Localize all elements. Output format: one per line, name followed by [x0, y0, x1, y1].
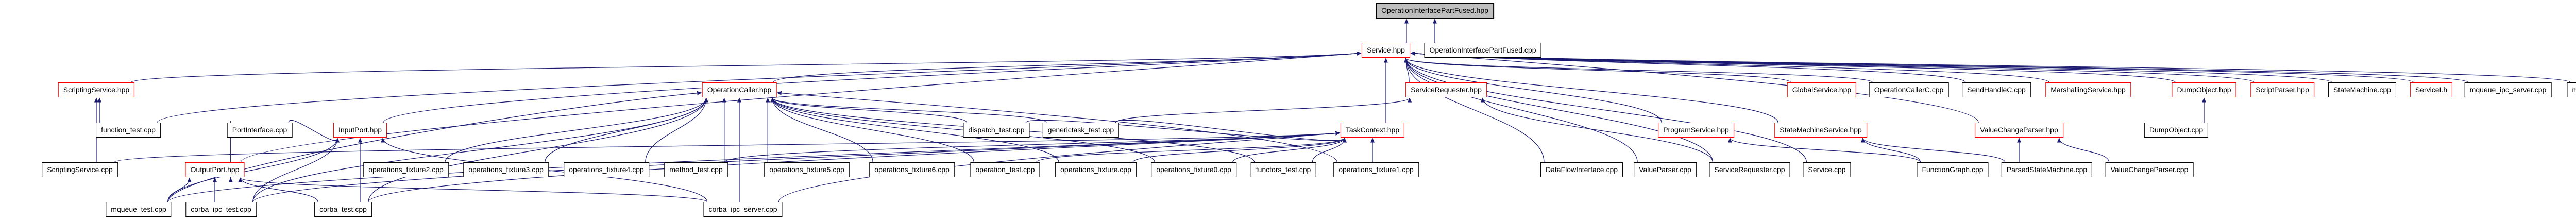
graph-node-operation-test-cpp[interactable]: operation_test.cpp	[970, 162, 1040, 177]
edge-operation_test_cpp-to-operation_caller_hpp	[770, 97, 974, 163]
graph-node-task-context-hpp[interactable]: TaskContext.hpp	[1340, 123, 1405, 138]
graph-node-value-change-parser-hpp[interactable]: ValueChangeParser.hpp	[1975, 123, 2063, 138]
edge-global_service_hpp-to-service_hpp	[1404, 58, 1791, 83]
graph-node-service-requester-hpp[interactable]: ServiceRequester.hpp	[1405, 82, 1487, 97]
graph-node-operations-fixture6-cpp[interactable]: operations_fixture6.cpp	[869, 162, 955, 177]
edge-value_change_parser_cpp-to-value_change_parser_hpp	[2057, 138, 2110, 163]
graph-node-method-test-cpp[interactable]: method_test.cpp	[664, 162, 728, 177]
graph-node-script-parser-hpp[interactable]: ScriptParser.hpp	[2250, 82, 2314, 97]
edge-parsed_state_machine_cpp-to-state_machine_service_hpp	[1860, 138, 2006, 163]
edge-output_port_hpp-to-service_hpp	[240, 51, 1362, 163]
graph-node-scripting-service-hpp[interactable]: ScriptingService.hpp	[58, 82, 135, 97]
graph-node-state-machine-service-hpp[interactable]: StateMachineService.hpp	[1774, 123, 1867, 138]
edge-functors_test_cpp-to-task_context_hpp	[1312, 138, 1347, 163]
graph-node-marshalling-service-hpp[interactable]: MarshallingService.hpp	[2045, 82, 2131, 97]
edge-operations_fixture0_cpp-to-task_context_hpp	[1232, 138, 1347, 163]
graph-node-operations-fixture5-cpp[interactable]: operations_fixture5.cpp	[764, 162, 850, 177]
edge-scripting_service_cpp-to-task_context_hpp	[114, 131, 1341, 163]
edge-dataflow_interface_cpp-to-service_hpp	[1403, 58, 1545, 163]
edge-corba_test_cpp-to-operation_caller_hpp	[368, 97, 708, 202]
edge-operations_fixture4_cpp-to-operation_caller_hpp	[645, 97, 708, 163]
edge-corba_ipc_test_cpp-to-input_port_hpp	[252, 138, 340, 202]
graph-node-servicei-h[interactable]: ServiceI.h	[2410, 82, 2453, 97]
edge-mqueue_ipc_test_cpp-to-service_hpp	[1410, 51, 2571, 83]
graph-node-dataflow-interface-cpp[interactable]: DataFlowInterface.cpp	[1540, 162, 1623, 177]
graph-node-functors-test-cpp[interactable]: functors_test.cpp	[1250, 162, 1316, 177]
edge-operations_fixture_cpp-to-task_context_hpp	[1132, 138, 1347, 163]
edge-function_graph_cpp-to-program_service_hpp	[1727, 138, 1921, 163]
graph-node-corba-test-cpp[interactable]: corba_test.cpp	[314, 202, 372, 217]
graph-node-parsed-state-machine-cpp[interactable]: ParsedStateMachine.cpp	[2001, 162, 2093, 177]
graph-node-service-cpp[interactable]: Service.cpp	[1803, 162, 1851, 177]
edge-generictask_test_cpp-to-task_context_hpp	[1115, 120, 1347, 143]
graph-node-scripting-service-cpp[interactable]: ScriptingService.cpp	[42, 162, 118, 177]
graph-node-corba-ipc-server-cpp[interactable]: corba_ipc_server.cpp	[703, 202, 783, 217]
graph-node-service-hpp[interactable]: Service.hpp	[1362, 43, 1410, 58]
edge-program_service_hpp-to-service_hpp	[1404, 58, 1662, 123]
graph-node-function-graph-cpp[interactable]: FunctionGraph.cpp	[1917, 162, 1989, 177]
edge-operation_callerc_cpp-to-service_hpp	[1404, 58, 1873, 83]
edge-service_cpp-to-service_hpp	[1404, 58, 1807, 163]
graph-node-mqueue-ipc-server-cpp[interactable]: mqueue_ipc_server.cpp	[2464, 82, 2552, 97]
graph-node-dispatch-test-cpp[interactable]: dispatch_test.cpp	[963, 123, 1030, 138]
edge-value_parser_cpp-to-service_hpp	[1404, 58, 1638, 163]
graph-node-op-iface-part-fused-hpp[interactable]: OperationInterfacePartFused.hpp	[1376, 3, 1494, 19]
graph-node-dump-object-hpp[interactable]: DumpObject.hpp	[2172, 82, 2236, 97]
graph-node-program-service-hpp[interactable]: ProgramService.hpp	[1658, 123, 1734, 138]
edge-mqueue_test_cpp-to-output_port_hpp	[167, 177, 192, 202]
graph-node-mqueue-test-cpp[interactable]: mqueue_test.cpp	[106, 202, 172, 217]
graph-node-function-test-cpp[interactable]: function_test.cpp	[96, 123, 161, 138]
graph-node-operations-fixture2-cpp[interactable]: operations_fixture2.cpp	[363, 162, 449, 177]
graph-node-operations-fixture-cpp[interactable]: operations_fixture.cpp	[1055, 162, 1137, 177]
graph-node-operation-caller-hpp[interactable]: OperationCaller.hpp	[702, 82, 777, 97]
graph-node-operation-callerc-cpp[interactable]: OperationCallerC.cpp	[1869, 82, 1949, 97]
graph-node-output-port-hpp[interactable]: OutputPort.hpp	[185, 162, 245, 177]
edge-scripting_service_hpp-to-service_hpp	[130, 51, 1362, 83]
graph-node-op-iface-part-fused-cpp[interactable]: OperationInterfacePartFused.cpp	[1424, 43, 1541, 58]
graph-node-state-machine-cpp[interactable]: StateMachine.cpp	[2328, 82, 2397, 97]
graph-node-generictask-test-cpp[interactable]: generictask_test.cpp	[1042, 123, 1120, 138]
graph-node-input-port-hpp[interactable]: InputPort.hpp	[333, 123, 387, 138]
edge-corba_ipc_test_cpp-to-operation_caller_hpp	[252, 97, 708, 202]
edge-corba_test_cpp-to-output_port_hpp	[238, 177, 318, 202]
edge-service_requester_cpp-to-service_hpp	[1404, 58, 1714, 163]
graph-node-global-service-hpp[interactable]: GlobalService.hpp	[1787, 82, 1857, 97]
edge-input_port_hpp-to-service_hpp	[383, 51, 1362, 123]
edge-operations_fixture2_cpp-to-operation_caller_hpp	[445, 97, 708, 163]
edge-generictask_test_cpp-to-service_requester_hpp	[1115, 97, 1412, 123]
graph-node-port-interface-cpp[interactable]: PortInterface.cpp	[227, 123, 293, 138]
graph-node-operations-fixture0-cpp[interactable]: operations_fixture0.cpp	[1151, 162, 1236, 177]
graph-node-dump-object-cpp[interactable]: DumpObject.cpp	[2144, 123, 2209, 138]
graph-node-mqueue-ipc-test-cpp[interactable]: mqueue_ipc_test.cpp	[2567, 82, 2576, 97]
edge-operations_fixture6_cpp-to-operation_caller_hpp	[770, 97, 873, 163]
edge-service_requester_cpp-to-service_requester_hpp	[1480, 97, 1714, 163]
graph-node-operations-fixture4-cpp[interactable]: operations_fixture4.cpp	[564, 162, 649, 177]
edge-function_test_cpp-to-service_hpp	[157, 51, 1362, 123]
edge-corba_ipc_server_cpp-to-output_port_hpp	[238, 177, 708, 202]
edge-value_change_parser_hpp-to-service_hpp	[1410, 51, 1979, 123]
edge-generictask_test_cpp-to-operation_caller_hpp	[770, 97, 1047, 123]
edge-port_interface_cpp-to-input_port_hpp	[288, 120, 340, 143]
graph-node-operations-fixture3-cpp[interactable]: operations_fixture3.cpp	[463, 162, 549, 177]
edge-corba_ipc_server_cpp-to-task_context_hpp	[778, 131, 1341, 202]
edge-operation_caller_hpp-to-service_hpp	[772, 51, 1362, 83]
graph-node-value-change-parser-cpp[interactable]: ValueChangeParser.cpp	[2105, 162, 2194, 177]
edge-function_graph_cpp-to-state_machine_service_hpp	[1860, 138, 1921, 163]
edge-state_machine_service_hpp-to-service_hpp	[1404, 58, 1778, 123]
edge-operations_fixture3_cpp-to-operation_caller_hpp	[545, 97, 708, 163]
graph-node-send-handlec-cpp[interactable]: SendHandleC.cpp	[1962, 82, 2031, 97]
graph-node-operations-fixture1-cpp[interactable]: operations_fixture1.cpp	[1333, 162, 1419, 177]
graph-node-value-parser-cpp[interactable]: ValueParser.cpp	[1634, 162, 1697, 177]
edge-operation_test_cpp-to-task_context_hpp	[1036, 138, 1347, 163]
graph-node-service-requester-cpp[interactable]: ServiceRequester.cpp	[1709, 162, 1790, 177]
edge-operations_fixture1_cpp-to-operation_caller_hpp	[776, 91, 1337, 163]
graph-node-corba-ipc-test-cpp[interactable]: corba_ipc_test.cpp	[185, 202, 257, 217]
edge-operations_fixture_cpp-to-operation_caller_hpp	[770, 97, 1059, 163]
edge-dispatch_test_cpp-to-operation_caller_hpp	[770, 97, 968, 123]
edge-mqueue_test_cpp-to-operation_caller_hpp	[167, 91, 702, 202]
